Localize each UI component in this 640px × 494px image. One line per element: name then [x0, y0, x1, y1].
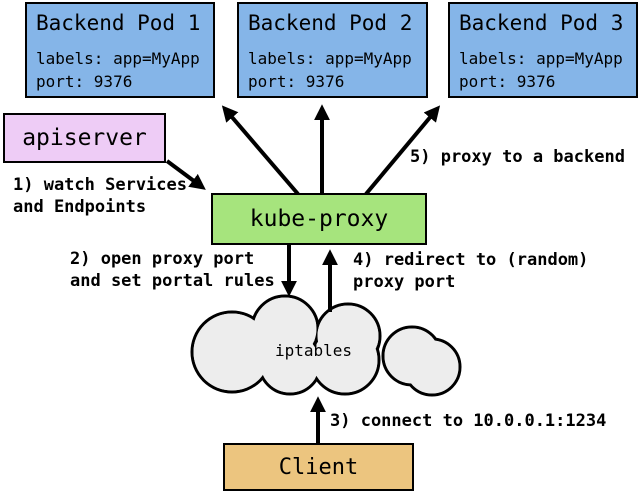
arrow-proxy-to-backend-1 — [221, 105, 300, 196]
node-apiserver: apiserver — [3, 113, 166, 163]
backend-pod-port: port: 9376 — [36, 72, 133, 91]
arrow-watch-services — [165, 159, 206, 190]
node-backend-pod-1: Backend Pod 1 labels: app=MyApp port: 93… — [25, 2, 215, 98]
backend-pod-port: port: 9376 — [459, 72, 556, 91]
annotation-step2-line2: and set portal rules — [70, 271, 275, 291]
node-backend-pod-3: Backend Pod 3 labels: app=MyApp port: 93… — [448, 2, 638, 98]
client-label: Client — [278, 454, 359, 480]
node-kube-proxy: kube-proxy — [211, 193, 427, 245]
backend-pod-title: Backend Pod 1 — [36, 11, 201, 35]
annotation-step4: 4) redirect to (random) proxy port — [353, 249, 588, 293]
node-backend-pod-2: Backend Pod 2 labels: app=MyApp port: 93… — [237, 2, 428, 98]
annotation-step3: 3) connect to 10.0.0.1:1234 — [330, 410, 606, 432]
annotation-step3-line1: 3) connect to 10.0.0.1:1234 — [330, 411, 607, 431]
annotation-step2: 2) open proxy port and set portal rules — [70, 248, 275, 292]
iptables-cloud — [190, 294, 462, 397]
node-client: Client — [223, 443, 414, 491]
backend-pod-title: Backend Pod 3 — [459, 11, 624, 35]
annotation-step5-line1: 5) proxy to a backend — [410, 147, 625, 167]
arrow-proxy-to-backend-3 — [364, 105, 441, 196]
annotation-step1: 1) watch Services and Endpoints — [13, 174, 187, 218]
annotation-step4-line2: proxy port — [353, 272, 456, 292]
apiserver-label: apiserver — [22, 125, 147, 151]
backend-pod-labels: labels: app=MyApp — [459, 49, 623, 68]
annotation-step5: 5) proxy to a backend — [410, 146, 625, 168]
backend-pod-title: Backend Pod 2 — [248, 11, 413, 35]
annotation-step2-line1: 2) open proxy port — [70, 249, 255, 269]
kube-proxy-label: kube-proxy — [249, 206, 389, 232]
annotation-step1-line1: 1) watch Services — [13, 175, 187, 195]
backend-pod-port: port: 9376 — [248, 72, 345, 91]
iptables-label: iptables — [275, 341, 353, 360]
backend-pod-labels: labels: app=MyApp — [36, 49, 200, 68]
annotation-step1-line2: and Endpoints — [13, 197, 147, 217]
annotation-step4-line1: 4) redirect to (random) — [353, 250, 589, 270]
backend-pod-labels: labels: app=MyApp — [248, 49, 412, 68]
